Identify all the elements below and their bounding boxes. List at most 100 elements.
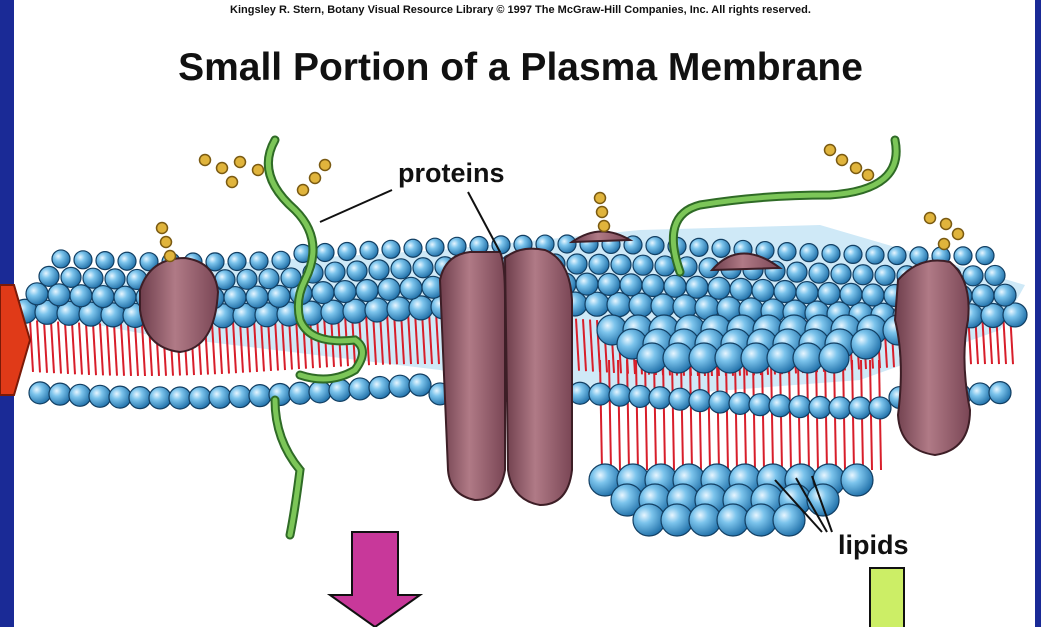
lipid-head <box>800 244 818 262</box>
lipid-tail <box>79 323 82 375</box>
lipid-head <box>976 247 994 265</box>
lipid-head <box>831 264 851 284</box>
lipid-head <box>787 262 807 282</box>
lipid-head <box>349 378 371 400</box>
lipid-head <box>26 283 48 305</box>
sugar-bead <box>953 229 964 240</box>
lipid-head <box>853 265 873 285</box>
lipid-head <box>649 387 671 409</box>
label-lipids: lipids <box>838 530 909 561</box>
lipid-head <box>49 383 71 405</box>
lipid-head <box>356 279 378 301</box>
lipid-head <box>404 239 422 257</box>
lipid-head <box>661 504 693 536</box>
lipid-head <box>841 464 873 496</box>
lipid-head <box>866 246 884 264</box>
lipid-head <box>708 277 730 299</box>
lipid-head <box>862 284 884 306</box>
sugar-bead <box>298 185 309 196</box>
lipid-head <box>228 253 246 271</box>
lipid-head <box>633 255 653 275</box>
lipid-head <box>642 275 664 297</box>
lipid-head <box>169 387 191 409</box>
lipid-head <box>272 251 290 269</box>
lipid-tail <box>121 324 124 376</box>
lipid-head <box>585 292 609 316</box>
lipid-tail <box>37 320 40 372</box>
lipid-head <box>729 392 751 414</box>
lipid-head <box>620 274 642 296</box>
lipid-head <box>598 273 620 295</box>
lipid-head <box>629 385 651 407</box>
lipid-head <box>129 387 151 409</box>
lipid-head <box>105 269 125 289</box>
lipid-head <box>730 278 752 300</box>
lipid-head <box>589 383 611 405</box>
lipid-head <box>48 284 70 306</box>
sugar-bead <box>227 177 238 188</box>
lipid-head <box>633 504 665 536</box>
sugar-bead <box>863 170 874 181</box>
lipid-head <box>369 377 391 399</box>
lipid-head <box>382 240 400 258</box>
lipid-head <box>611 255 631 275</box>
lipid-head <box>378 278 400 300</box>
lipid-head <box>576 273 598 295</box>
lipid-head <box>985 265 1005 285</box>
lipid-head <box>70 285 92 307</box>
lipid-head <box>316 244 334 262</box>
lipid-head <box>818 283 840 305</box>
lipid-head <box>869 397 891 419</box>
lipid-head <box>651 294 675 318</box>
lipid-head <box>259 269 279 289</box>
lipid-head <box>669 388 691 410</box>
lipid-head <box>250 252 268 270</box>
lipid-head <box>567 254 587 274</box>
lipid-head <box>875 265 895 285</box>
lipid-head <box>229 386 251 408</box>
lipid-head <box>109 386 131 408</box>
lipid-head <box>83 268 103 288</box>
protein-right-transmembrane <box>895 260 970 455</box>
lipid-head <box>717 504 749 536</box>
lipid-tail <box>114 324 117 376</box>
sugar-bead <box>320 160 331 171</box>
sugar-bead <box>217 163 228 174</box>
lipid-head <box>963 266 983 286</box>
lipid-head <box>360 241 378 259</box>
lipid-head <box>312 282 334 304</box>
lipid-head <box>89 385 111 407</box>
sugar-bead <box>595 193 606 204</box>
lipid-head <box>709 391 731 413</box>
lipid-head <box>391 259 411 279</box>
lipid-head <box>334 281 356 303</box>
lipid-head <box>745 504 777 536</box>
lipid-head <box>409 374 431 396</box>
lipid-head <box>29 382 51 404</box>
lipid-tail <box>30 320 33 372</box>
sugar-bead <box>825 145 836 156</box>
lipid-head <box>809 263 829 283</box>
lipid-tail <box>107 324 110 376</box>
lipid-head <box>829 397 851 419</box>
lipid-head <box>989 382 1011 404</box>
lipid-head <box>325 262 345 282</box>
lipid-head <box>74 251 92 269</box>
lipid-head <box>369 260 389 280</box>
lipid-head <box>96 252 114 270</box>
sugar-bead <box>161 237 172 248</box>
sugar-bead <box>200 155 211 166</box>
lime-bar <box>870 568 904 627</box>
lipid-head <box>822 245 840 263</box>
lipid-head <box>690 238 708 256</box>
sugar-bead <box>165 251 176 262</box>
lipid-head <box>809 396 831 418</box>
sugar-bead <box>941 219 952 230</box>
lipid-head <box>61 267 81 287</box>
lipid-head <box>807 484 839 516</box>
sugar-bead <box>253 165 264 176</box>
lipid-head <box>689 390 711 412</box>
lipid-head <box>347 261 367 281</box>
lipid-head <box>237 269 257 289</box>
